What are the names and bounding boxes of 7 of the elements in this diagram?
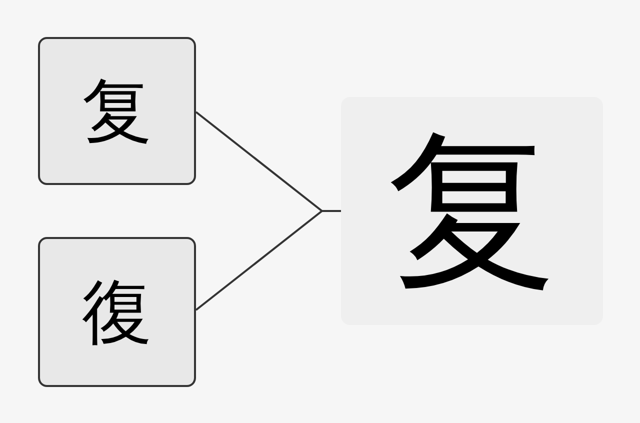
character-box (38, 237, 196, 387)
character: 复 (82, 76, 152, 146)
connector-line (195, 210, 341, 311)
character-box (38, 37, 196, 185)
character: 復 (82, 277, 152, 347)
character: 复 (387, 126, 557, 296)
character-panel (341, 97, 603, 325)
